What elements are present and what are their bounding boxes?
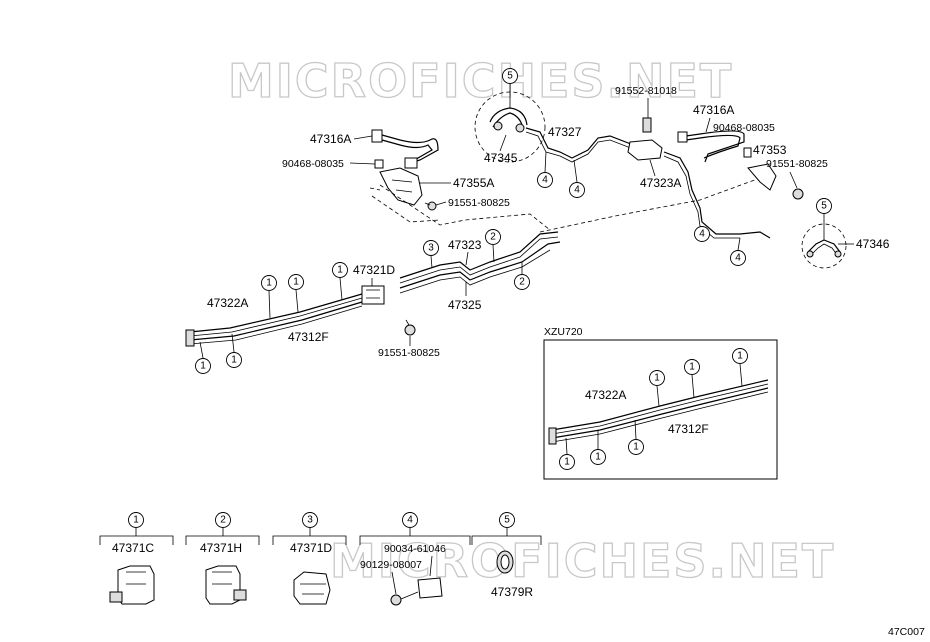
legend-part-90129: 90129-08007: [360, 559, 422, 571]
inset-callout-1-d: 1: [649, 370, 665, 386]
label-47322A: 47322A: [207, 296, 248, 310]
inset-xzu720: XZU720 47322A 47312F 1 1 1 1 1 1: [543, 326, 778, 480]
watermark-bottom: MICROFICHES.NET: [330, 534, 835, 588]
legend-part-47379R: 47379R: [491, 585, 533, 599]
callout-2-a: 2: [485, 229, 501, 245]
callout-3-mid: 3: [423, 240, 439, 256]
detail-circle-47346[interactable]: [801, 223, 847, 269]
svg-text:4: 4: [574, 185, 580, 196]
inset-label-47322A: 47322A: [585, 388, 626, 402]
svg-text:3: 3: [307, 515, 313, 526]
legend-item-5[interactable]: 5 47379R: [471, 512, 542, 600]
callout-5-top: 5: [502, 68, 518, 84]
legend-item-3[interactable]: 3 47371D: [272, 512, 347, 605]
callout-2-b: 2: [514, 274, 530, 290]
svg-text:2: 2: [220, 515, 226, 526]
label-47321D: 47321D: [353, 263, 395, 277]
svg-text:4: 4: [542, 175, 548, 186]
flex-hose-right[interactable]: [677, 130, 745, 163]
bolt-91551-a[interactable]: [424, 201, 437, 211]
diagram-code: 47C007: [888, 626, 925, 638]
inset-callout-1-c: 1: [628, 439, 644, 455]
svg-text:5: 5: [507, 71, 513, 82]
callout-5-right: 5: [816, 198, 832, 214]
callout-1-a: 1: [261, 275, 277, 291]
legend-part-90034: 90034-61046: [384, 543, 446, 555]
svg-text:4: 4: [699, 229, 705, 240]
bolt-91551-b[interactable]: [792, 188, 804, 200]
legend-part-47371H: 47371H: [200, 541, 242, 555]
callout-4-c: 4: [694, 226, 710, 242]
svg-text:1: 1: [564, 457, 570, 468]
bracket-47353[interactable]: [747, 163, 777, 191]
label-47323: 47323: [448, 238, 482, 252]
svg-text:2: 2: [519, 277, 525, 288]
label-91551-b: 91551-80825: [766, 158, 828, 170]
brake-tube-47322A[interactable]: [185, 293, 363, 347]
callout-1-c: 1: [332, 262, 348, 278]
svg-text:1: 1: [689, 362, 695, 373]
svg-text:5: 5: [504, 515, 510, 526]
callout-1-d: 1: [195, 358, 211, 374]
label-91551-a: 91551-80825: [448, 197, 510, 209]
callout-1-e: 1: [226, 352, 242, 368]
svg-text:5: 5: [821, 201, 827, 212]
svg-text:1: 1: [133, 515, 139, 526]
inset-callout-1-f: 1: [732, 348, 748, 364]
connector-47323A[interactable]: [627, 117, 663, 161]
svg-text:1: 1: [231, 355, 237, 366]
legend-part-47371C: 47371C: [112, 541, 154, 555]
label-47327: 47327: [548, 125, 582, 139]
callout-4-d: 4: [730, 250, 746, 266]
label-47325: 47325: [448, 298, 482, 312]
svg-text:3: 3: [428, 243, 434, 254]
label-91552: 91552-81018: [615, 85, 677, 97]
callout-4-b: 4: [569, 182, 585, 198]
svg-text:1: 1: [200, 361, 206, 372]
bracket-47355A[interactable]: [379, 167, 423, 206]
inset-label: XZU720: [544, 326, 583, 338]
tube-from-47323A-down[interactable]: [663, 151, 771, 239]
clip-90468-left[interactable]: [374, 159, 384, 169]
label-47355A: 47355A: [453, 176, 494, 190]
svg-text:1: 1: [595, 452, 601, 463]
label-90468-left: 90468-08035: [282, 158, 344, 170]
label-47316A-right: 47316A: [693, 103, 734, 117]
label-47312F: 47312F: [288, 330, 329, 344]
callout-1-b: 1: [288, 274, 304, 290]
svg-text:2: 2: [490, 232, 496, 243]
svg-text:4: 4: [407, 515, 413, 526]
legend-item-2[interactable]: 2 47371H: [185, 512, 260, 605]
inset-label-47312F: 47312F: [668, 422, 709, 436]
watermark-top: MICROFICHES.NET: [228, 54, 733, 108]
svg-text:1: 1: [266, 278, 272, 289]
svg-text:1: 1: [337, 265, 343, 276]
bolt-91551-c[interactable]: [404, 324, 416, 336]
legend-item-4[interactable]: 4 90034-61046 90129-08007: [359, 512, 471, 606]
legend-part-47371D: 47371D: [290, 541, 332, 555]
label-91551-c: 91551-80825: [378, 347, 440, 359]
svg-text:4: 4: [735, 253, 741, 264]
inset-callout-1-b: 1: [590, 449, 606, 465]
clip-90468-right[interactable]: [743, 147, 752, 158]
label-47346: 47346: [856, 237, 890, 251]
svg-text:1: 1: [293, 277, 299, 288]
svg-text:1: 1: [737, 351, 743, 362]
label-90468-right: 90468-08035: [713, 122, 775, 134]
brake-tube-47327[interactable]: [525, 127, 637, 163]
svg-text:1: 1: [633, 442, 639, 453]
label-47353: 47353: [753, 143, 787, 157]
inset-callout-1-a: 1: [559, 454, 575, 470]
label-47316A-left: 47316A: [310, 132, 351, 146]
label-47345: 47345: [484, 151, 518, 165]
label-47323A: 47323A: [640, 176, 681, 190]
svg-text:1: 1: [654, 373, 660, 384]
callout-4-a: 4: [537, 172, 553, 188]
junction-47321D[interactable]: [361, 285, 385, 305]
legend-item-1[interactable]: 1 47371C: [99, 512, 174, 605]
inset-callout-1-e: 1: [684, 359, 700, 375]
